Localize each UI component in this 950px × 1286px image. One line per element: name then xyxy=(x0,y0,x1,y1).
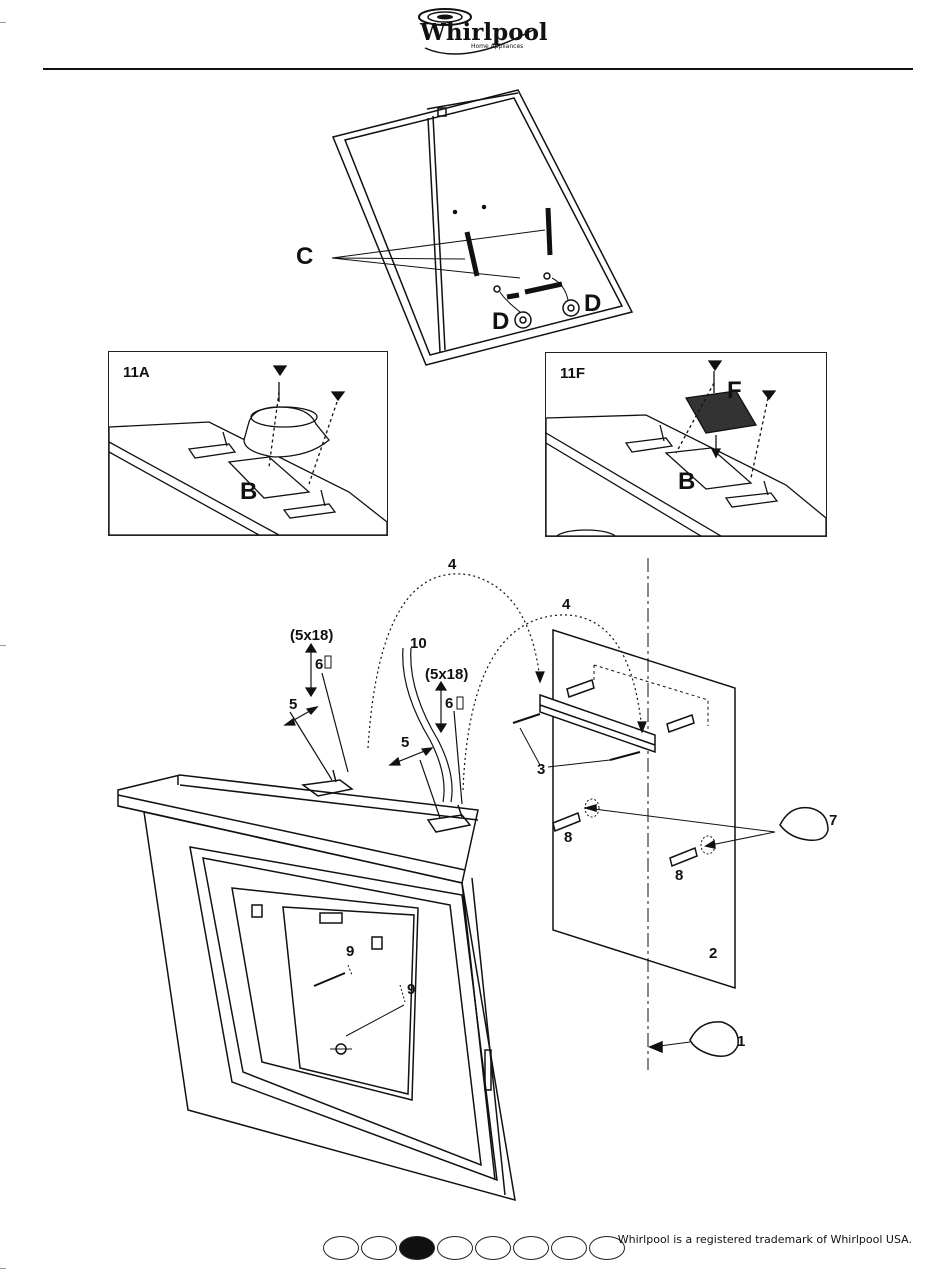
inset-11a-label: 11A xyxy=(123,364,150,381)
callout-b: B xyxy=(240,480,257,504)
callout-2: 2 xyxy=(709,946,717,961)
callout-7: 7 xyxy=(829,813,837,828)
inset-11f-drawing xyxy=(546,353,826,536)
callout-6: 6 xyxy=(315,657,323,672)
callout-10: 10 xyxy=(410,636,427,651)
callout-5: 5 xyxy=(289,697,297,712)
callout-5x18: (5x18) xyxy=(425,667,468,682)
callout-3: 3 xyxy=(537,762,545,777)
callout-4: 4 xyxy=(448,557,456,572)
page-dot xyxy=(551,1236,587,1260)
callout-4: 4 xyxy=(562,597,570,612)
callout-5x18: (5x18) xyxy=(290,628,333,643)
page-dot xyxy=(513,1236,549,1260)
page-dot xyxy=(475,1236,511,1260)
inset-11f-label: 11F xyxy=(560,365,585,382)
inset-11a-drawing xyxy=(109,352,387,535)
page-dot xyxy=(437,1236,473,1260)
callout-b: B xyxy=(678,470,695,494)
callout-c: C xyxy=(296,245,313,269)
inset-11a: 11A B xyxy=(108,351,388,536)
page-dot-active xyxy=(399,1236,435,1260)
callout-d: D xyxy=(492,310,509,334)
callout-5: 5 xyxy=(401,735,409,750)
callout-f: F xyxy=(727,379,742,403)
trademark-notice: Whirlpool is a registered trademark of W… xyxy=(618,1233,912,1246)
page-indicator xyxy=(323,1236,625,1260)
wall-drawing xyxy=(513,558,828,1070)
top-panel-drawing xyxy=(332,90,632,365)
callout-1: 1 xyxy=(737,1034,745,1049)
callout-9: 9 xyxy=(407,982,415,997)
page-dot xyxy=(323,1236,359,1260)
callout-9: 9 xyxy=(346,944,354,959)
page-dot xyxy=(361,1236,397,1260)
callout-d: D xyxy=(584,292,601,316)
callout-8: 8 xyxy=(564,830,572,845)
hood-drawing xyxy=(118,770,515,1200)
callout-8: 8 xyxy=(675,868,683,883)
callout-6: 6 xyxy=(445,696,453,711)
inset-11f: 11F F B xyxy=(545,352,827,537)
